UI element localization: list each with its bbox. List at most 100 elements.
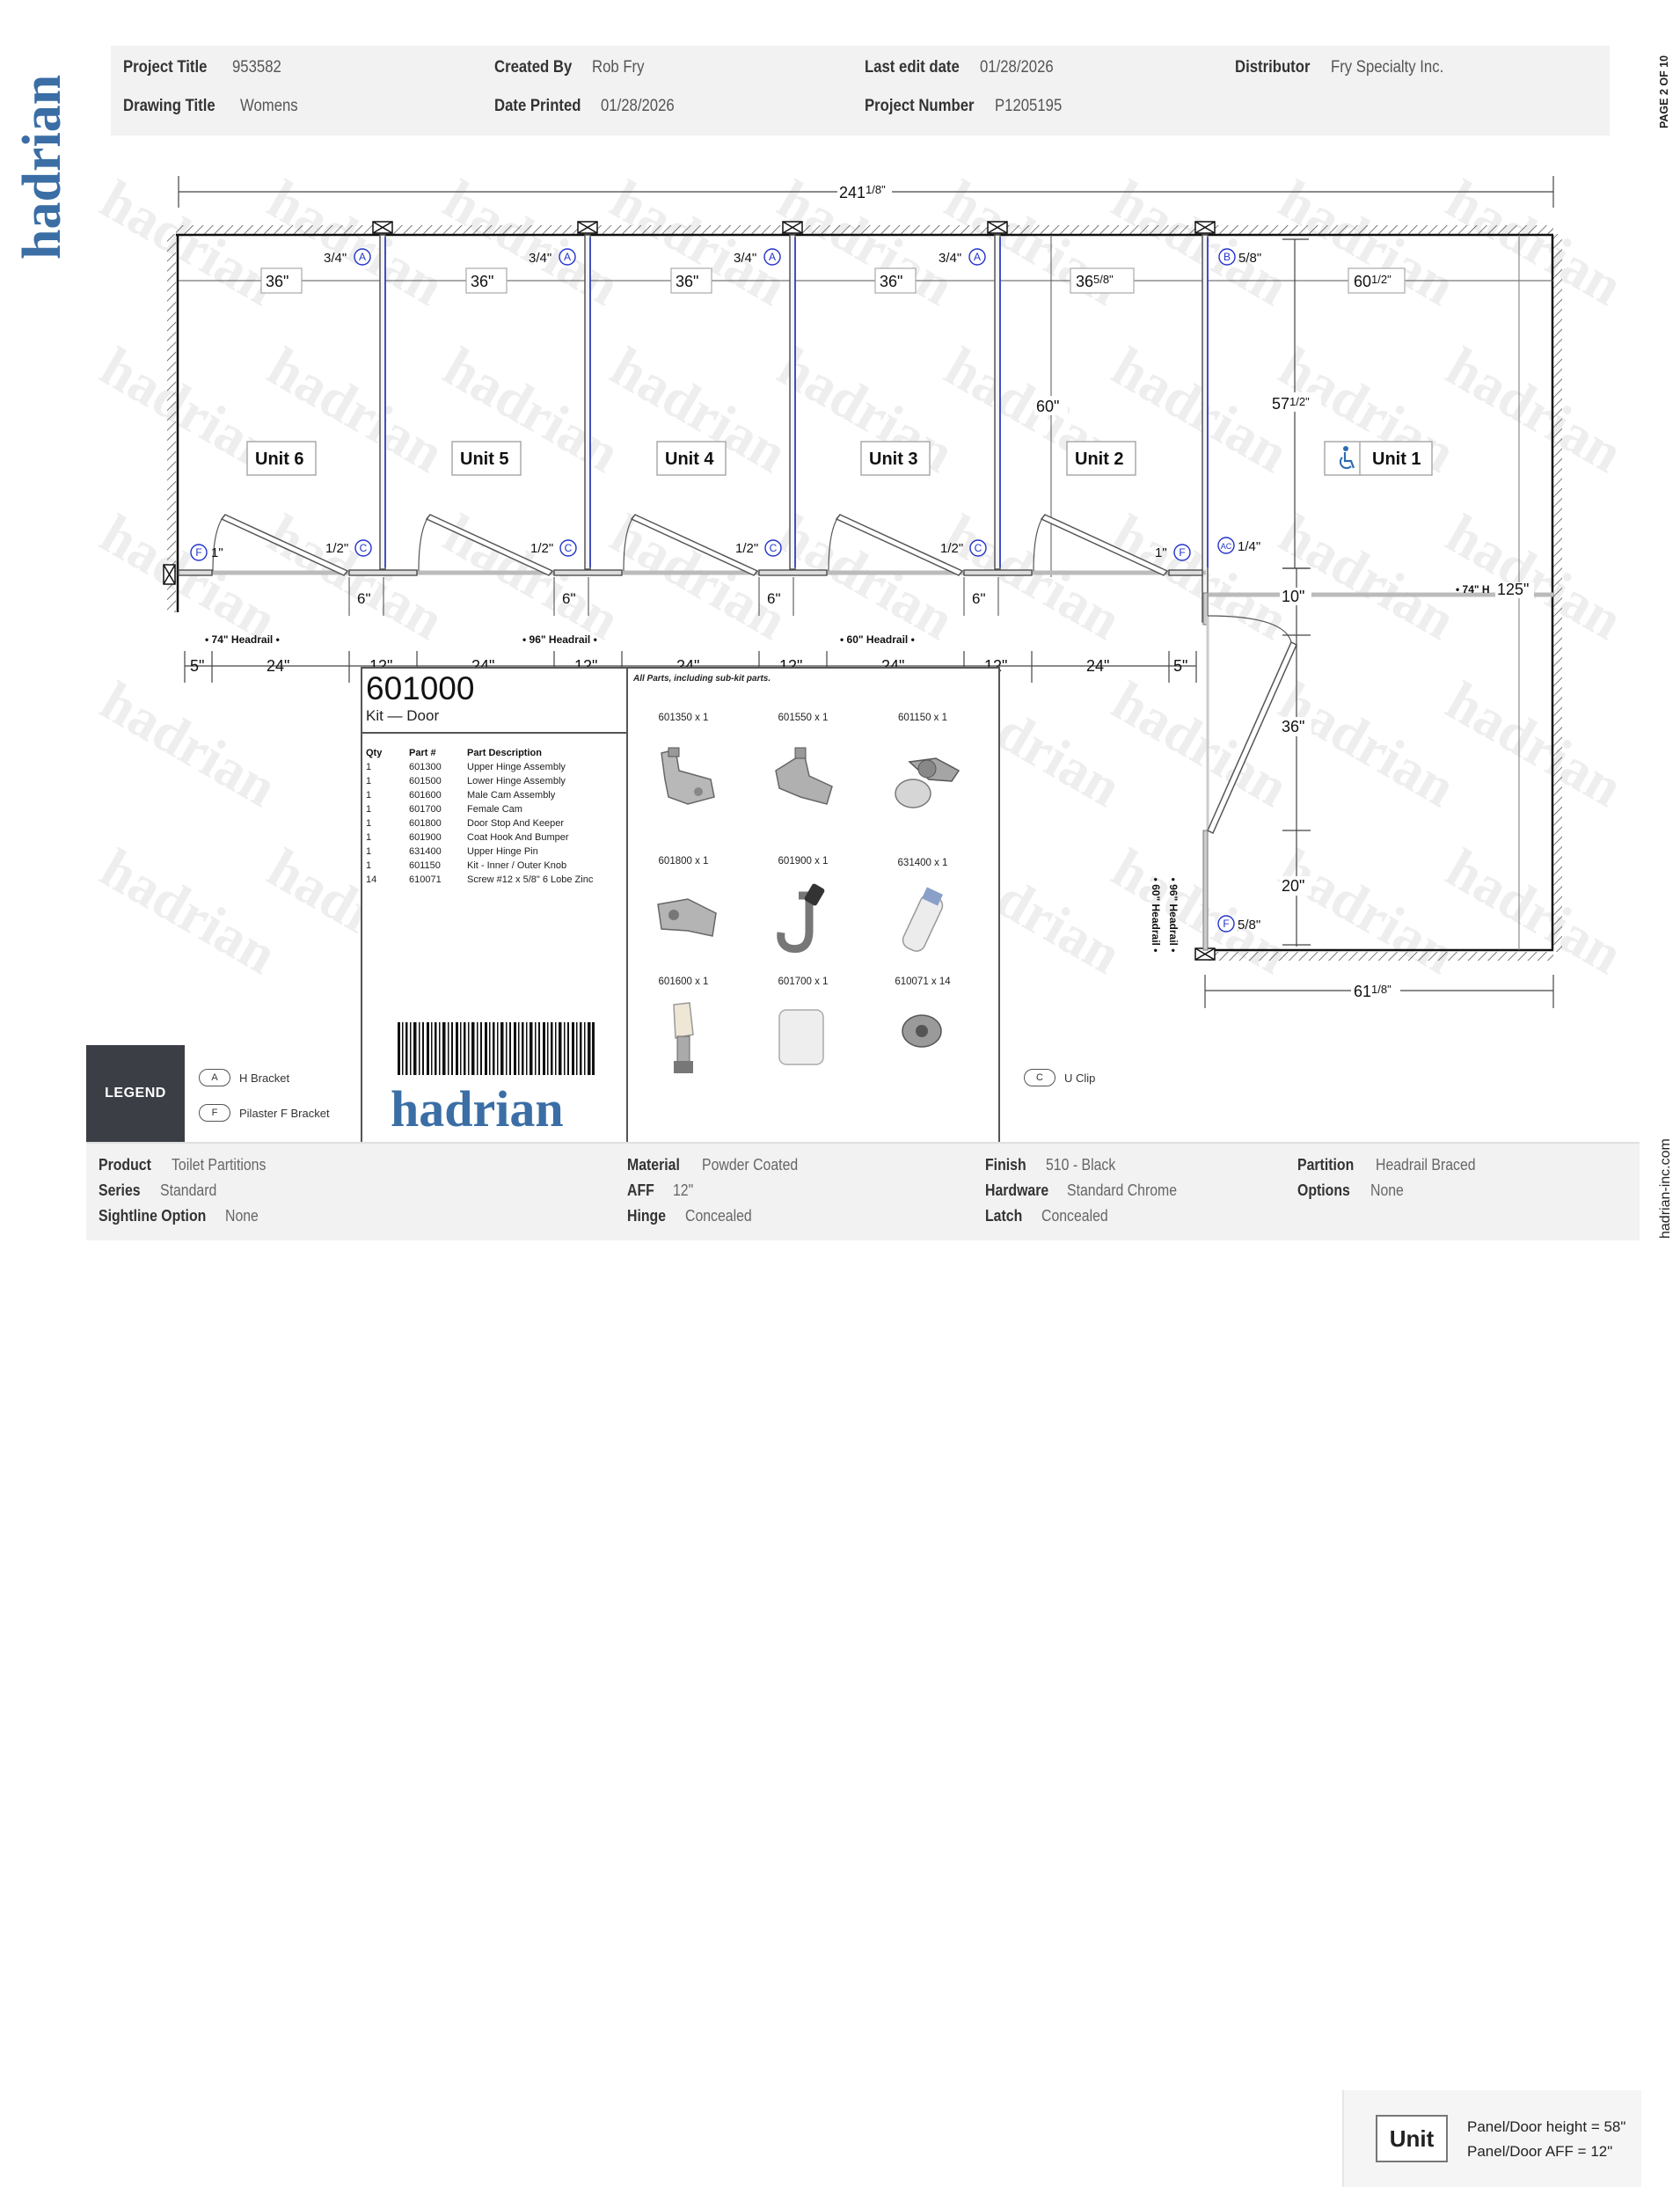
side-headrail-96-label: • 96" Headrail • [1167,878,1180,953]
material-value: Powder Coated [702,1156,799,1174]
floor-plan-drawing: hadrian hadrian hadrian hadrian hadrian … [91,168,1633,1008]
photo-label: 601150 x 1 [897,713,948,723]
part-desc: Female Cam [467,804,522,815]
unit-1-label: Unit 1 [1372,450,1421,469]
col-qty: Qty [366,748,383,758]
date-printed-value: 01/28/2026 [601,97,675,115]
part-number: 610071 [409,874,442,885]
right-wall-hatch [1553,234,1562,952]
svg-text:36": 36" [471,273,493,290]
photo-label: 601600 x 1 [658,976,709,987]
unit-4-label: Unit 4 [665,450,714,469]
back-wall-hatch [176,225,1553,234]
unit-key-label: Unit [1376,2115,1448,2162]
product-value: Toilet Partitions [172,1156,267,1174]
kit-part-number: 601000 [366,670,475,706]
bracket-a-tags: 3/4" 3/4" 3/4" 3/4" [324,251,961,266]
svg-text:5/8": 5/8" [1238,918,1260,933]
svg-text:hadrian: hadrian [768,502,964,652]
svg-text:hadrian: hadrian [258,168,454,318]
svg-text:3/4": 3/4" [324,251,347,266]
photo-label: 601350 x 1 [658,713,709,723]
svg-text:A: A [564,251,571,263]
part-qty: 1 [366,860,372,871]
material-label: Material [627,1156,680,1174]
part-qty: 14 [366,874,377,885]
hardware-value: Standard Chrome [1067,1181,1178,1199]
svg-text:F: F [1223,918,1229,930]
part-number: 601600 [409,790,442,801]
part-desc: Kit - Inner / Outer Knob [467,860,567,871]
svg-text:365/8": 365/8" [1076,273,1114,290]
part-number: 631400 [409,846,442,857]
part-number: 601900 [409,832,442,843]
lower-hinge-image [775,747,833,805]
photo-label: 601550 x 1 [778,713,829,723]
created-by-value: Rob Fry [592,58,645,77]
project-title-value: 953582 [232,58,281,77]
unit-width-labels: 36" 36" 36" 36" 365/8" 601/2" [260,267,1406,294]
svg-text:C: C [360,542,368,554]
svg-text:hadrian: hadrian [1436,168,1633,318]
depth-60-label: 60" [1036,398,1059,415]
legend-item-u-clip: C U Clip [1024,1069,1095,1086]
project-number-value: P1205195 [995,97,1063,115]
legend-item-f-bracket: F Pilaster F Bracket [199,1104,330,1122]
screw-image [902,1014,942,1048]
part-qty: 1 [366,832,372,843]
svg-text:hadrian: hadrian [1436,669,1633,819]
bracket-b-gap: 5/8" [1238,251,1261,266]
project-header: Project Title 953582 Created By Rob Fry … [111,46,1610,135]
bracket-a-circles [354,248,1236,266]
side-dim-20: 20" [1282,877,1304,895]
svg-text:A: A [359,251,366,263]
svg-text:1/4": 1/4" [1238,539,1260,554]
svg-text:C: C [565,542,573,554]
series-label: Series [99,1181,141,1199]
part-qty: 1 [366,776,372,786]
depth-57-label: 571/2" [1272,395,1310,413]
overall-width-label: 2411/8" [839,183,886,201]
svg-text:36": 36" [266,273,289,290]
svg-text:6": 6" [972,590,986,607]
svg-text:24": 24" [1086,657,1109,675]
hardware-label: Hardware [985,1181,1049,1199]
part-desc: Lower Hinge Assembly [467,776,566,786]
part-number: 601700 [409,804,442,815]
svg-text:hadrian: hadrian [601,168,797,318]
drawing-title-value: Womens [240,97,298,115]
legend-badge-a: A [199,1069,230,1086]
part-desc: Upper Hinge Assembly [467,762,566,772]
legend-badge-c: C [1024,1069,1055,1086]
sightline-value: None [225,1207,259,1225]
svg-text:1/2": 1/2" [940,541,963,556]
svg-text:F: F [195,546,201,559]
doors [220,514,1169,576]
finish-label: Finish [985,1156,1026,1174]
svg-text:hadrian: hadrian [1269,502,1465,652]
unit-5-label: Unit 5 [460,450,509,469]
photo-label: 610071 x 14 [895,976,951,987]
svg-text:1": 1" [1155,545,1167,560]
unit-3-label: Unit 3 [869,450,918,469]
left-wall-hatch [167,234,176,612]
last-edit-label: Last edit date [865,58,960,77]
legend-title: LEGEND [86,1045,185,1142]
male-cam-image [673,1002,694,1073]
aff-label: AFF [627,1181,654,1199]
kit-photos: All Parts, including sub-kit parts. 6013… [626,669,998,1142]
partition-label: Partition [1297,1156,1355,1174]
headrail-74: • 74" Headrail • [205,633,280,646]
project-title-label: Project Title [123,58,208,77]
side-headrail-60-label: • 60" Headrail • [1150,878,1162,953]
side-dim-36: 36" [1282,718,1304,735]
hadrian-logo: hadrian [12,75,70,260]
female-cam-image [778,1009,824,1065]
svg-text:1/2": 1/2" [325,541,348,556]
bottom-width-label: 611/8" [1354,983,1391,1000]
col-desc: Part Description [467,748,542,758]
col-part: Part # [409,748,436,758]
headrail-60: • 60" Headrail • [840,633,915,646]
latch-label: Latch [985,1207,1023,1225]
product-label: Product [99,1156,151,1174]
